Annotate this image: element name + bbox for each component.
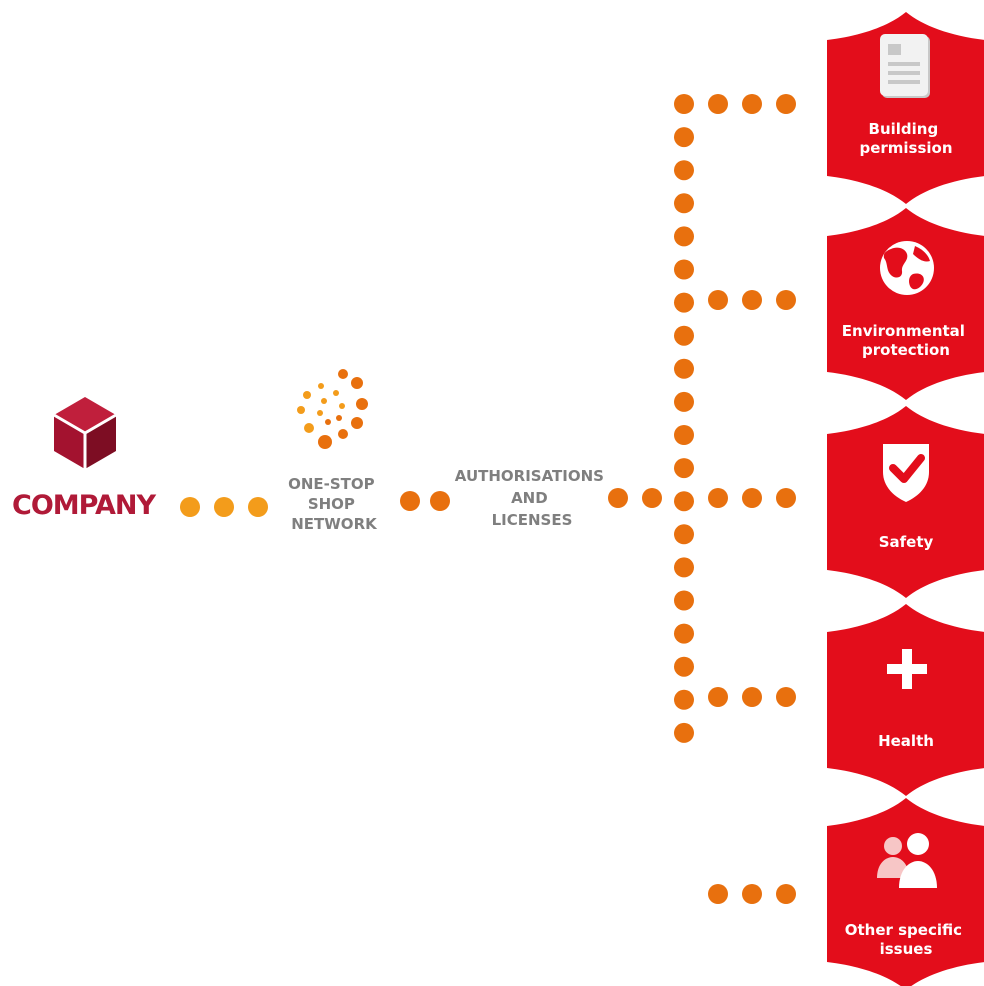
badge-label: Health	[878, 732, 934, 750]
badge-label-line: Safety	[879, 533, 934, 551]
spine-dot	[674, 524, 694, 545]
document-icon	[880, 34, 930, 98]
spine-dot	[674, 226, 694, 247]
spine-dot	[674, 722, 694, 743]
badge-label-line: Health	[878, 732, 934, 750]
badge-label-line: permission	[859, 139, 952, 157]
people-icon	[877, 833, 937, 888]
spine-dot	[674, 160, 694, 181]
branch-dot	[742, 488, 762, 508]
spine-dot	[674, 391, 694, 412]
spine-dot	[674, 193, 694, 214]
branch-dot	[776, 290, 796, 310]
company-label: COMPANY	[12, 490, 156, 521]
badge-label-line: protection	[862, 341, 950, 359]
spine-dot	[674, 623, 694, 644]
network-label-line: NETWORK	[291, 515, 378, 533]
spine-dot	[674, 259, 694, 280]
badge-other: Other specific issues	[827, 798, 984, 986]
badge-shape	[827, 798, 984, 986]
badge-label: Building permission	[859, 120, 952, 157]
branch-dot	[742, 94, 762, 114]
branch-dot	[776, 884, 796, 904]
branch-dot	[708, 290, 728, 310]
branch-dot	[776, 687, 796, 707]
authorisations-label-line: AND	[511, 489, 548, 507]
connector-dot	[608, 488, 628, 508]
cube-icon	[53, 397, 117, 469]
branch-dot	[708, 94, 728, 114]
badge-shape	[827, 208, 984, 400]
badge-label-line: issues	[880, 940, 933, 958]
badge-shape	[827, 406, 984, 598]
branch-dot	[708, 687, 728, 707]
spine-dot	[674, 590, 694, 611]
spine-dot	[674, 656, 694, 677]
spine-dot	[674, 557, 694, 578]
branch-dot	[742, 884, 762, 904]
badge-label-line: Other specific	[845, 921, 962, 939]
branch-dot	[776, 94, 796, 114]
badge-shape	[827, 604, 984, 796]
spine-dot	[674, 292, 694, 313]
spine-dot	[674, 458, 694, 479]
branch-dot	[742, 290, 762, 310]
badge-safety: Safety	[827, 406, 984, 598]
spine-dot	[674, 491, 694, 512]
branch-dot	[776, 488, 796, 508]
spine-dot	[674, 689, 694, 710]
badge-shape	[827, 12, 984, 204]
connector-dot	[248, 497, 268, 517]
spine-dot	[674, 94, 694, 114]
badge-label: Safety	[879, 533, 934, 551]
badge-label-line: Building	[869, 120, 939, 138]
globe-icon	[880, 241, 934, 295]
connector-dot	[180, 497, 200, 517]
spine-dot	[674, 358, 694, 379]
connector-dot	[400, 491, 420, 511]
branch-dot	[708, 884, 728, 904]
shield-check-icon	[883, 444, 929, 502]
dots-swirl-icon	[297, 369, 368, 449]
badge-building: Building permission	[827, 12, 984, 204]
badge-environment: Environmental protection	[827, 208, 984, 400]
connector-dot	[430, 491, 450, 511]
network-label-line: SHOP	[308, 495, 355, 513]
spine-dot	[674, 325, 694, 346]
authorisations-label-line: AUTHORISATIONS	[455, 467, 604, 485]
authorisations-label: AUTHORISATIONS AND LICENSES	[455, 467, 609, 529]
dotted-connectors	[180, 94, 796, 904]
spine-dot	[674, 425, 694, 445]
spine-dot	[674, 127, 694, 148]
branch-dot	[742, 687, 762, 707]
badge-label: Other specific issues	[845, 921, 968, 958]
badge-health: Health	[827, 604, 984, 796]
network-label-line: ONE-STOP	[288, 475, 375, 493]
badge-label: Environmental protection	[842, 322, 970, 359]
connector-dot	[642, 488, 662, 508]
plus-icon	[887, 649, 927, 689]
network-label: ONE-STOP SHOP NETWORK	[288, 475, 380, 533]
badge-label-line: Environmental	[842, 322, 965, 340]
branch-dot	[708, 488, 728, 508]
connector-dot	[214, 497, 234, 517]
authorisations-label-line: LICENSES	[492, 511, 573, 529]
